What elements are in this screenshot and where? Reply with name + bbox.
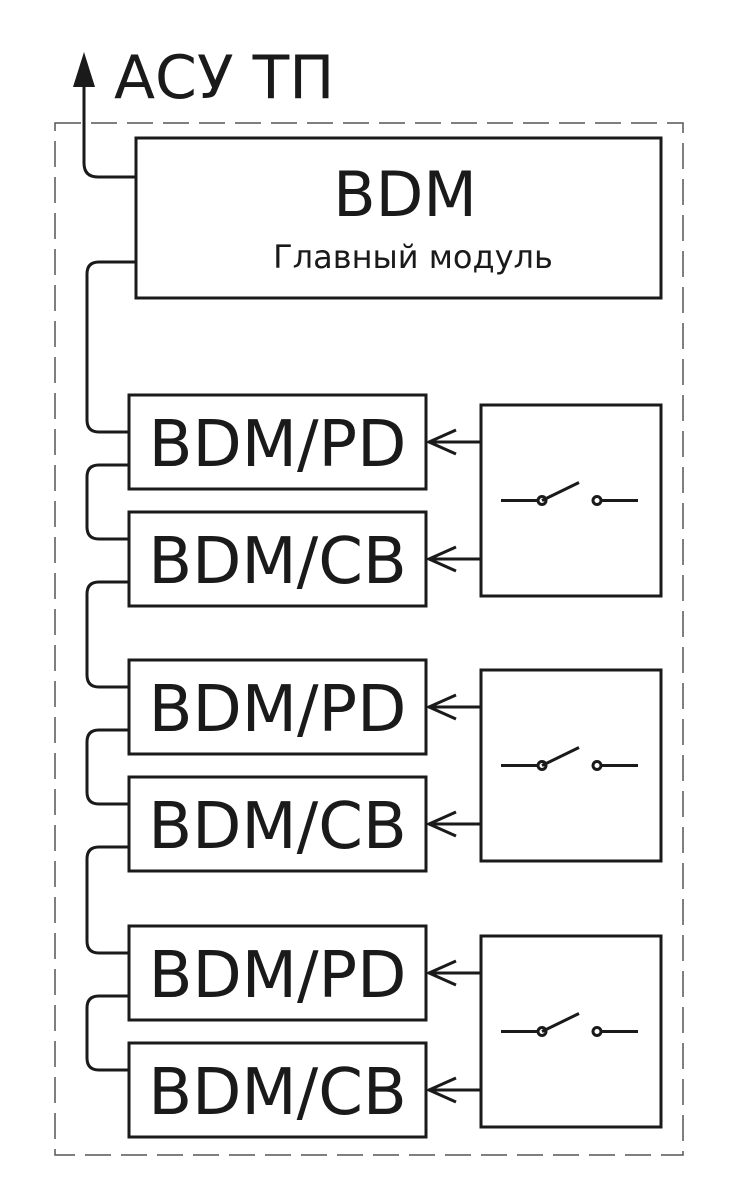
module-label: BDM/CB <box>148 790 407 864</box>
signal-arrow <box>425 1076 481 1104</box>
module-label: BDM/CB <box>148 525 407 599</box>
module-group: BDM/PD BDM/CB <box>127 924 663 1139</box>
switch-icon <box>501 746 638 771</box>
chain-link <box>85 463 129 541</box>
signal-arrow <box>425 428 481 456</box>
module-label: BDM/CB <box>148 1056 407 1130</box>
chain-link <box>85 728 129 806</box>
signal-arrow <box>425 693 481 721</box>
module-group: BDM/PD BDM/CB <box>127 658 663 873</box>
module-bdm-pd: BDM/PD <box>127 924 428 1022</box>
module-bdm-cb: BDM/CB <box>127 510 428 608</box>
switch-icon <box>501 481 638 506</box>
module-box <box>127 775 428 873</box>
signal-arrow <box>425 959 481 987</box>
chain-link <box>85 845 129 955</box>
output-arrow <box>73 52 136 179</box>
module-box <box>127 393 428 491</box>
system-enclosure <box>54 122 684 1156</box>
module-bdm-pd: BDM/PD <box>127 393 428 491</box>
module-box <box>127 658 428 756</box>
module-group: BDM/PD BDM/CB <box>127 393 663 608</box>
main-module-box <box>134 136 663 300</box>
module-bdm-cb: BDM/CB <box>127 775 428 873</box>
header-label: АСУ ТП <box>114 43 334 113</box>
module-label: BDM/PD <box>149 408 407 482</box>
daisy-chain-wiring <box>85 260 136 1072</box>
switch-icon <box>501 1012 638 1037</box>
switch-box <box>479 403 663 598</box>
module-bdm-cb: BDM/CB <box>127 1041 428 1139</box>
signal-arrow <box>425 810 481 838</box>
signal-arrow <box>425 545 481 573</box>
chain-link <box>85 994 129 1072</box>
chain-link <box>85 580 129 689</box>
module-groups: BDM/PD BDM/CB BDM/PD BDM/CB BDM/PD BDM/CB <box>127 393 663 1139</box>
switch-box <box>479 934 663 1129</box>
main-module-subtitle: Главный модуль <box>273 238 553 276</box>
module-label: BDM/PD <box>149 673 407 747</box>
main-module-name: BDM <box>333 158 477 231</box>
module-box <box>127 1041 428 1139</box>
module-label: BDM/PD <box>149 939 407 1013</box>
switch-box <box>479 668 663 863</box>
module-bdm-pd: BDM/PD <box>127 658 428 756</box>
main-module: BDM Главный модуль <box>134 136 663 300</box>
